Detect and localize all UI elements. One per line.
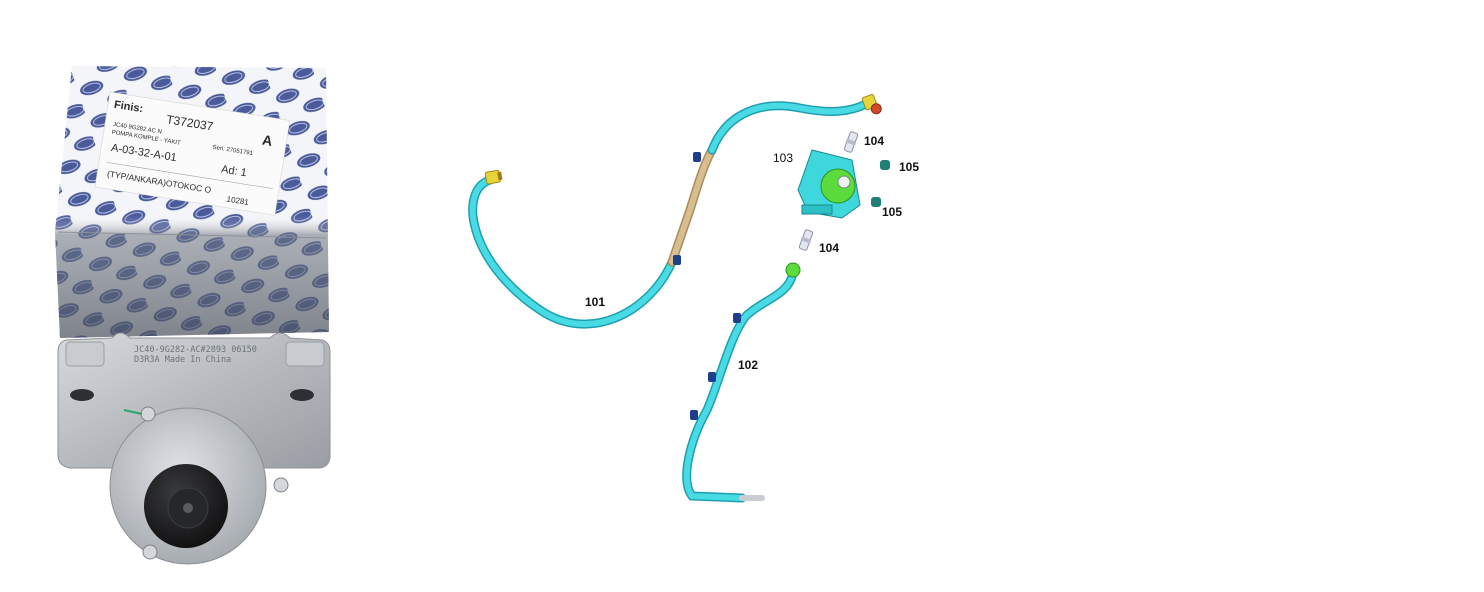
hose-102 bbox=[682, 267, 798, 503]
hose-101-reinforced-segment bbox=[669, 147, 715, 265]
seal-cap-105-bottom bbox=[871, 197, 881, 207]
mount-hole-right bbox=[290, 389, 314, 401]
sticker-quantity: Ad: 1 bbox=[220, 163, 247, 179]
callout-104-bottom: 104 bbox=[819, 241, 839, 255]
connector-104-top bbox=[843, 131, 859, 153]
screw-right bbox=[273, 477, 289, 493]
hose-clip bbox=[693, 152, 701, 162]
box-edge bbox=[57, 231, 327, 239]
sticker-supplier-code: 10281 bbox=[226, 195, 250, 207]
fitting-101-left bbox=[484, 169, 503, 185]
pump-bracket bbox=[57, 332, 331, 469]
pump-103-bracket bbox=[801, 204, 833, 215]
sticker-divider bbox=[106, 162, 273, 189]
bracket-tab-left bbox=[65, 341, 105, 367]
fuel-pump-photo: JC40-9G282-AC#2893 06150 D3R3A Made In C… bbox=[57, 332, 331, 565]
pump-103-cap bbox=[820, 168, 856, 204]
fitting-102-green bbox=[785, 262, 801, 278]
callout-104-top: 104 bbox=[864, 134, 884, 148]
connector-104-bottom bbox=[798, 229, 814, 251]
callout-103: 103 bbox=[773, 151, 793, 165]
pump-emboss-line2: D3R3A Made In China bbox=[134, 355, 231, 365]
hose-102-body bbox=[683, 269, 796, 501]
hose-clip bbox=[673, 255, 681, 265]
callout-101: 101 bbox=[585, 295, 605, 309]
pump-103 bbox=[797, 149, 861, 219]
pump-emboss-line1: JC40-9G282-AC#2893 06150 bbox=[134, 345, 257, 355]
callout-102: 102 bbox=[738, 358, 758, 372]
hose-clip bbox=[733, 313, 741, 323]
sticker-grade: A bbox=[261, 132, 274, 149]
callout-105-bottom: 105 bbox=[882, 205, 902, 219]
screw-bottom bbox=[142, 544, 158, 560]
hose-101-body-b bbox=[709, 101, 869, 153]
mount-hole-left bbox=[70, 389, 94, 401]
bracket-tab-right bbox=[285, 341, 325, 367]
ground-wire bbox=[123, 409, 143, 415]
hose-101 bbox=[468, 99, 871, 329]
hose-clip bbox=[690, 410, 698, 420]
box-sticker: Finis: T372037 A JC40 9G282 AC N Seri: 2… bbox=[94, 91, 291, 216]
pump-103-cap-center bbox=[837, 175, 851, 189]
hose-101-body-a bbox=[469, 177, 675, 328]
parts-diagram: 101 102 103 104 104 105 105 bbox=[468, 94, 919, 503]
pump-end-cap-center bbox=[183, 503, 193, 513]
product-photo: Finis: T372037 A JC40 9G282 AC N Seri: 2… bbox=[55, 66, 331, 565]
seal-cap-105-top bbox=[880, 160, 890, 170]
sticker-background bbox=[94, 91, 291, 216]
screw-top bbox=[140, 406, 156, 422]
callout-105-top: 105 bbox=[899, 160, 919, 174]
sticker-finis-label: Finis: bbox=[113, 99, 144, 115]
hose-102-outline bbox=[682, 267, 798, 503]
hose-clip bbox=[708, 372, 716, 382]
fitting-101-right bbox=[861, 94, 882, 115]
